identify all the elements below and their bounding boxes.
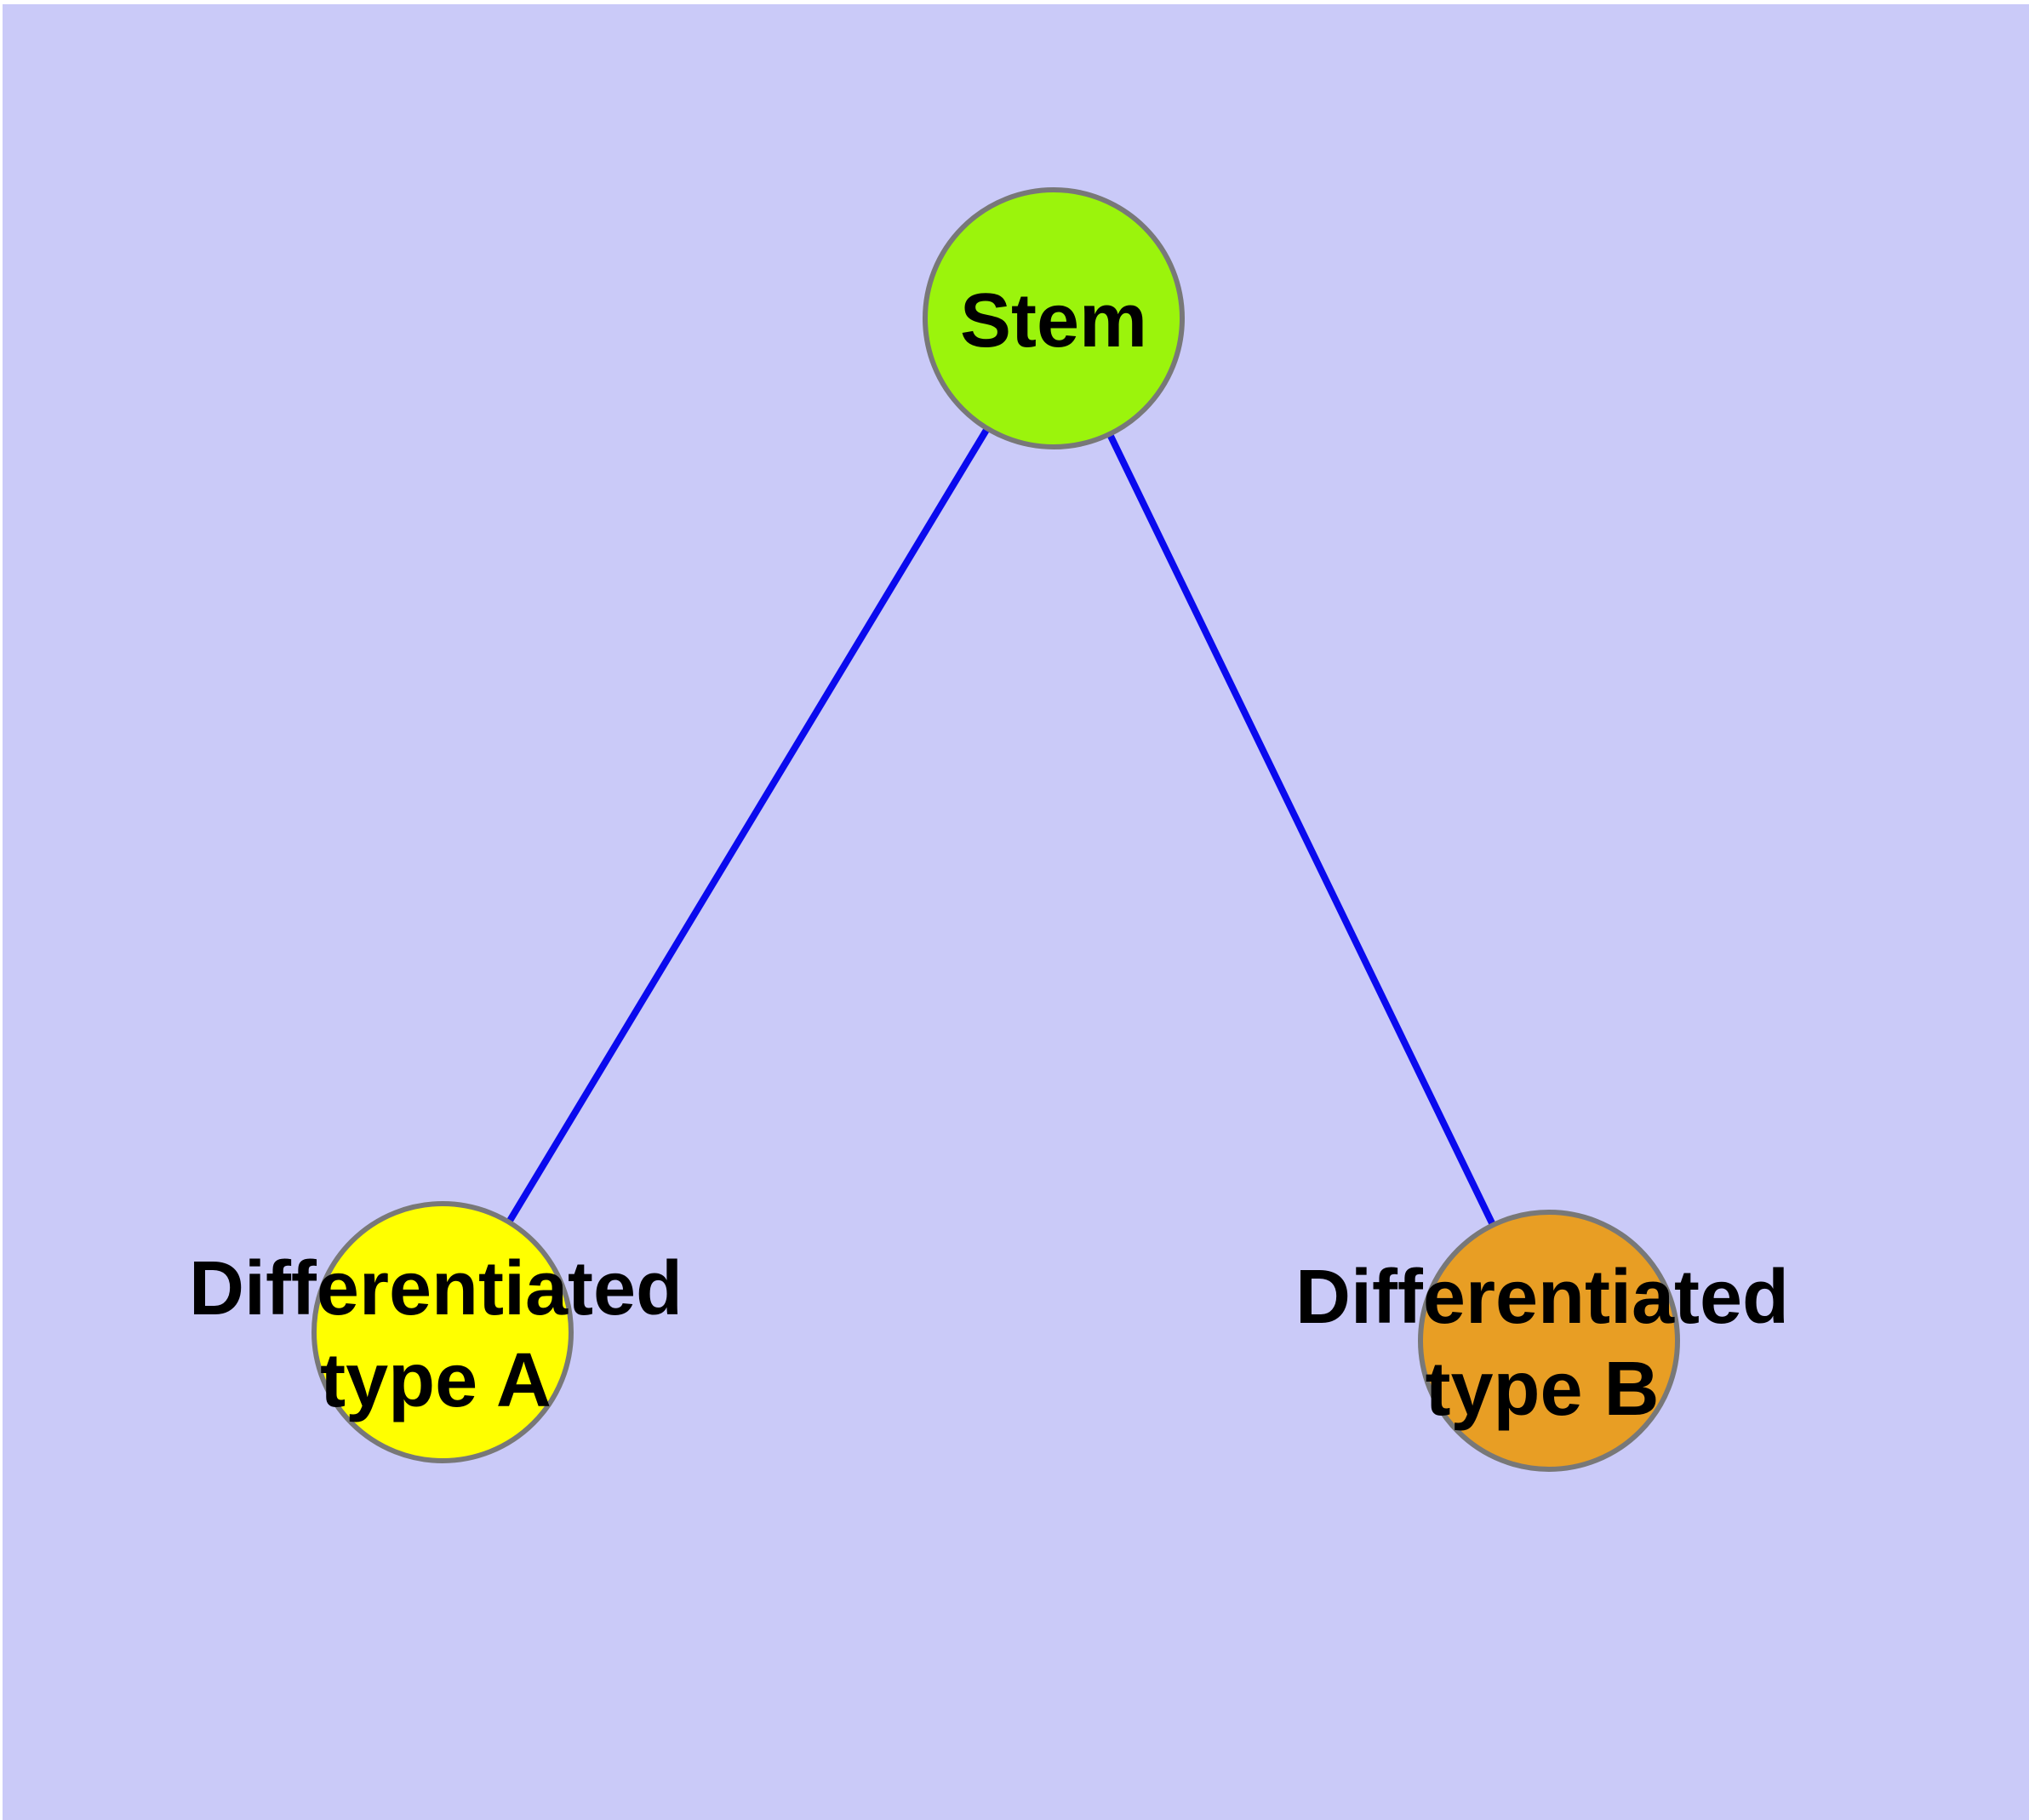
edge-stem-to-type-a — [439, 316, 1057, 1335]
node-stem-label: Stem — [960, 278, 1147, 363]
node-type-b-label-line2: type B — [1425, 1347, 1659, 1432]
node-type-a-label-line1: Differentiated — [189, 1246, 683, 1331]
node-type-a — [311, 1201, 574, 1463]
edge-stem-to-type-b — [1050, 317, 1552, 1342]
node-type-b — [1418, 1210, 1680, 1472]
node-type-a-label-line2: type A — [320, 1338, 552, 1423]
node-type-b-label-line1: Differentiated — [1295, 1255, 1789, 1340]
node-stem — [923, 187, 1185, 449]
